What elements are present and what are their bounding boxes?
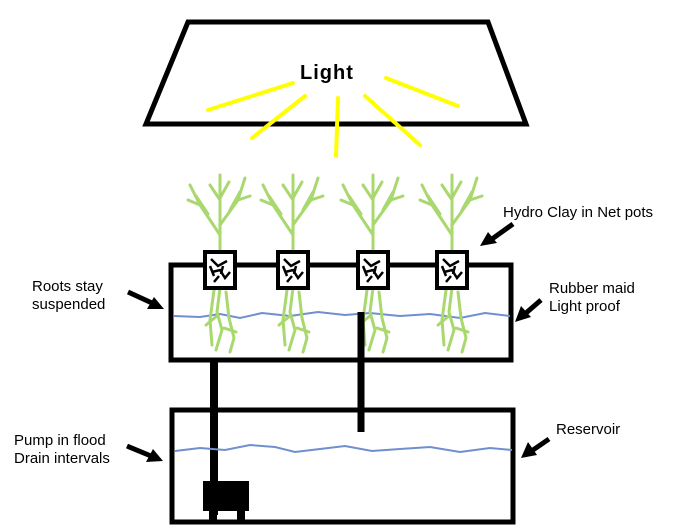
reservoir-container — [169, 407, 516, 525]
plant-stem — [291, 176, 320, 227]
plant-stem — [224, 290, 236, 354]
plant-stem — [456, 290, 468, 354]
plant-stem — [267, 194, 283, 216]
plant-stem — [228, 190, 242, 212]
light-ray — [363, 94, 422, 147]
plant — [259, 173, 325, 354]
light-ray — [250, 94, 307, 140]
net-pot — [435, 250, 469, 290]
plant-stem — [208, 183, 222, 202]
plant-stem — [468, 194, 484, 202]
plant-stem — [371, 176, 400, 227]
arrow-rubbermaid — [524, 298, 543, 315]
plant-stem — [446, 286, 456, 352]
rubbermaid-label-line2: Light proof — [549, 298, 620, 315]
net-pot — [356, 250, 390, 290]
arrow-reservoir-head — [521, 442, 537, 458]
plant-stem — [371, 180, 384, 200]
plant-stem — [297, 290, 309, 354]
reservoir-water-line — [174, 443, 513, 454]
plant-stem — [440, 183, 454, 202]
pump-label-line1: Pump in flood — [14, 432, 106, 449]
net-pots-label: Hydro Clay in Net pots — [503, 204, 654, 221]
light-ray — [334, 96, 340, 158]
pump-foot — [237, 508, 245, 520]
light-rays — [206, 76, 460, 158]
plant-stem — [450, 176, 479, 227]
plant-stem — [259, 198, 275, 207]
plant-stem — [450, 180, 463, 200]
plant-stem — [426, 194, 442, 216]
light-ray — [206, 81, 295, 112]
plant-stem — [281, 183, 295, 202]
plant-stem — [389, 194, 405, 202]
plant-stem — [236, 194, 252, 202]
plant-stem — [418, 198, 434, 207]
arrow-pump — [126, 443, 152, 459]
plant-stem — [377, 290, 389, 354]
plant-stem — [367, 286, 377, 352]
grow-container — [168, 262, 514, 363]
rubbermaid-label-line1: Rubber maid — [549, 280, 635, 297]
pump — [203, 481, 249, 511]
plant-stem — [291, 180, 304, 200]
plant-stem — [204, 313, 220, 327]
arrow-net-pots — [490, 221, 515, 242]
plant-stem — [295, 326, 311, 334]
plant-stem — [194, 194, 210, 216]
arrow-pump-head — [146, 449, 163, 462]
plant-stem — [277, 313, 293, 327]
plant-stem — [218, 180, 231, 200]
hydro-clay — [440, 258, 463, 283]
light-label: Light — [300, 62, 354, 84]
plant-stem — [186, 198, 202, 207]
arrow-roots — [126, 289, 154, 306]
plant-stem — [287, 286, 297, 352]
plant-stem — [381, 190, 395, 212]
plant — [186, 173, 252, 354]
roots-label-line1: Roots stay — [32, 278, 103, 295]
hydro-clay — [361, 258, 384, 283]
plant-stem — [214, 286, 224, 352]
plant-stem — [361, 183, 375, 202]
plant-stem — [347, 194, 363, 216]
plant-stem — [454, 326, 470, 334]
plant-stem — [222, 326, 238, 334]
net-pot-box — [203, 250, 237, 290]
hydro-clay — [281, 258, 304, 283]
arrows — [126, 221, 551, 462]
pump-foot — [209, 508, 217, 520]
plant-stem — [436, 313, 452, 327]
arrow-reservoir — [531, 436, 551, 453]
pump-label-line2: Drain intervals — [14, 450, 110, 467]
arrow-net-pots-head — [480, 232, 497, 246]
net-pot — [276, 250, 310, 290]
reservoir-label: Reservoir — [556, 421, 621, 438]
plant-stem — [375, 326, 391, 334]
roots-label-line2: suspended — [32, 296, 106, 313]
container-water-line — [173, 310, 511, 320]
hydro-clay — [208, 258, 231, 283]
light-ray — [384, 76, 460, 108]
lamp-shade — [142, 19, 530, 127]
arrow-rubbermaid-head — [515, 306, 531, 322]
plant — [418, 173, 484, 354]
plant-stem — [460, 190, 474, 212]
net-pot — [203, 250, 237, 290]
plant-stem — [218, 176, 247, 227]
plant-stem — [301, 190, 315, 212]
plant-stem — [339, 198, 355, 207]
net-pots — [203, 250, 469, 290]
arrow-roots-head — [147, 297, 164, 309]
plant-stem — [309, 194, 325, 202]
